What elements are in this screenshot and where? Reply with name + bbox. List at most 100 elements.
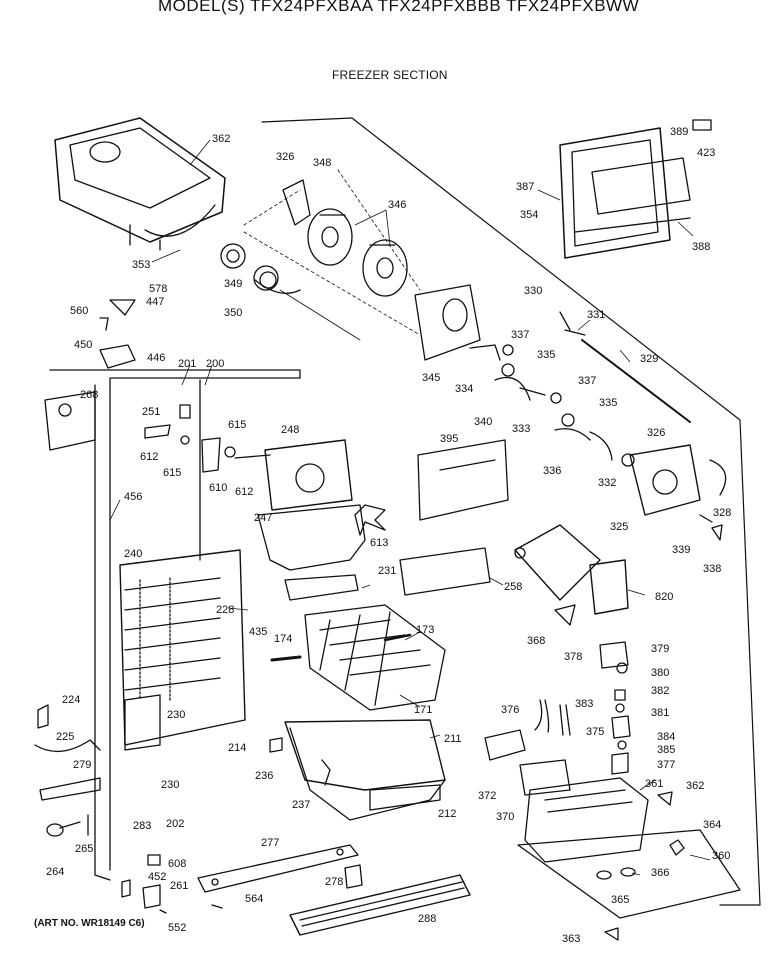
- part-callout-335a: 335: [537, 349, 555, 361]
- part-callout-225: 225: [56, 731, 74, 743]
- part-callout-240: 240: [124, 548, 142, 560]
- part-612a: [144, 424, 171, 439]
- part-callout-345: 345: [422, 372, 440, 384]
- base-pan-360: [517, 829, 741, 919]
- part-callout-380: 380: [651, 667, 669, 679]
- part-564: [211, 904, 223, 909]
- part-callout-279: 279: [73, 759, 91, 771]
- part-279: [39, 777, 101, 801]
- part-callout-337b: 337: [578, 375, 596, 387]
- ice-bucket: [54, 117, 226, 251]
- part-610: [201, 437, 221, 473]
- alignment-lines: [243, 169, 421, 336]
- part-callout-384: 384: [657, 731, 675, 743]
- compressor-tray: [524, 777, 649, 863]
- ice-pan: [284, 719, 446, 821]
- part-callout-288: 288: [418, 913, 436, 925]
- part-callout-224: 224: [62, 694, 80, 706]
- part-339: [699, 514, 713, 523]
- part-callout-329: 329: [640, 353, 658, 365]
- dispenser-frame: [559, 119, 712, 259]
- ice-maker: [514, 524, 629, 615]
- part-callout-339: 339: [672, 544, 690, 556]
- part-callout-615a: 615: [228, 419, 246, 431]
- art-number: (ART NO. WR18149 C6): [34, 918, 145, 929]
- control-rod: [581, 339, 691, 423]
- section-title: FREEZER SECTION: [332, 68, 448, 82]
- part-callout-236: 236: [255, 770, 273, 782]
- part-callout-552: 552: [168, 922, 186, 934]
- part-callout-200: 200: [206, 358, 224, 370]
- part-callout-350: 350: [224, 307, 242, 319]
- part-callout-340: 340: [474, 416, 492, 428]
- air-tower: [257, 439, 366, 601]
- part-callout-228: 228: [216, 604, 234, 616]
- part-callout-423: 423: [697, 147, 715, 159]
- part-278: [344, 864, 363, 889]
- part-callout-173: 173: [416, 624, 434, 636]
- part-callout-237: 237: [292, 799, 310, 811]
- part-callout-334: 334: [455, 383, 473, 395]
- ice-maker-motor: [621, 444, 727, 516]
- part-callout-376: 376: [501, 704, 519, 716]
- part-callout-326a: 326: [276, 151, 294, 163]
- part-560: [99, 317, 109, 331]
- part-callout-389: 389: [670, 126, 688, 138]
- part-callout-331: 331: [587, 309, 605, 321]
- part-callout-366: 366: [651, 867, 669, 879]
- part-callout-353: 353: [132, 259, 150, 271]
- part-callout-383: 383: [575, 698, 593, 710]
- part-callout-612a: 612: [140, 451, 158, 463]
- part-callout-258: 258: [504, 581, 522, 593]
- spring-364: [669, 839, 685, 856]
- wire-375: [559, 704, 571, 736]
- part-362b: [657, 791, 673, 806]
- part-callout-211: 211: [444, 733, 462, 745]
- part-callout-326b: 326: [647, 427, 665, 439]
- cover-258: [399, 547, 491, 596]
- part-callout-346: 346: [388, 199, 406, 211]
- part-callout-231: 231: [378, 565, 396, 577]
- part-callout-375: 375: [586, 726, 604, 738]
- part-264: [46, 823, 64, 837]
- part-callout-379: 379: [651, 643, 669, 655]
- leader-lines: [109, 139, 711, 876]
- wire-basket: [304, 604, 446, 711]
- part-callout-278: 278: [325, 876, 343, 888]
- part-callout-202: 202: [166, 818, 184, 830]
- part-callout-385: 385: [657, 744, 675, 756]
- part-261: [142, 884, 161, 909]
- fan-blades: [282, 179, 408, 297]
- part-callout-361: 361: [645, 778, 663, 790]
- drain-225: [34, 739, 101, 752]
- part-callout-820: 820: [655, 591, 673, 603]
- grille-288: [289, 874, 471, 936]
- valve-stack: [599, 641, 631, 775]
- cabinet-top-edge: [49, 369, 301, 396]
- part-callout-387: 387: [516, 181, 534, 193]
- part-447: [109, 299, 136, 316]
- part-callout-349: 349: [224, 278, 242, 290]
- evaporator: [119, 549, 246, 751]
- part-callout-368: 368: [527, 635, 545, 647]
- part-callout-332: 332: [598, 477, 616, 489]
- auger-parts: [220, 243, 361, 341]
- part-callout-608: 608: [168, 858, 186, 870]
- part-callout-354: 354: [520, 209, 538, 221]
- part-callout-446: 446: [147, 352, 165, 364]
- part-251: [179, 404, 191, 419]
- part-callout-212: 212: [438, 808, 456, 820]
- fan-shroud: [414, 284, 481, 361]
- part-368: [554, 604, 576, 626]
- part-452: [121, 879, 131, 898]
- fan-613: [354, 504, 386, 536]
- part-callout-336: 336: [543, 465, 561, 477]
- part-callout-251: 251: [142, 406, 160, 418]
- part-callout-363: 363: [562, 933, 580, 945]
- part-callout-230b: 230: [161, 779, 179, 791]
- control-board: [417, 439, 509, 521]
- part-callout-564: 564: [245, 893, 263, 905]
- part-callout-230a: 230: [167, 709, 185, 721]
- part-callout-395: 395: [440, 433, 458, 445]
